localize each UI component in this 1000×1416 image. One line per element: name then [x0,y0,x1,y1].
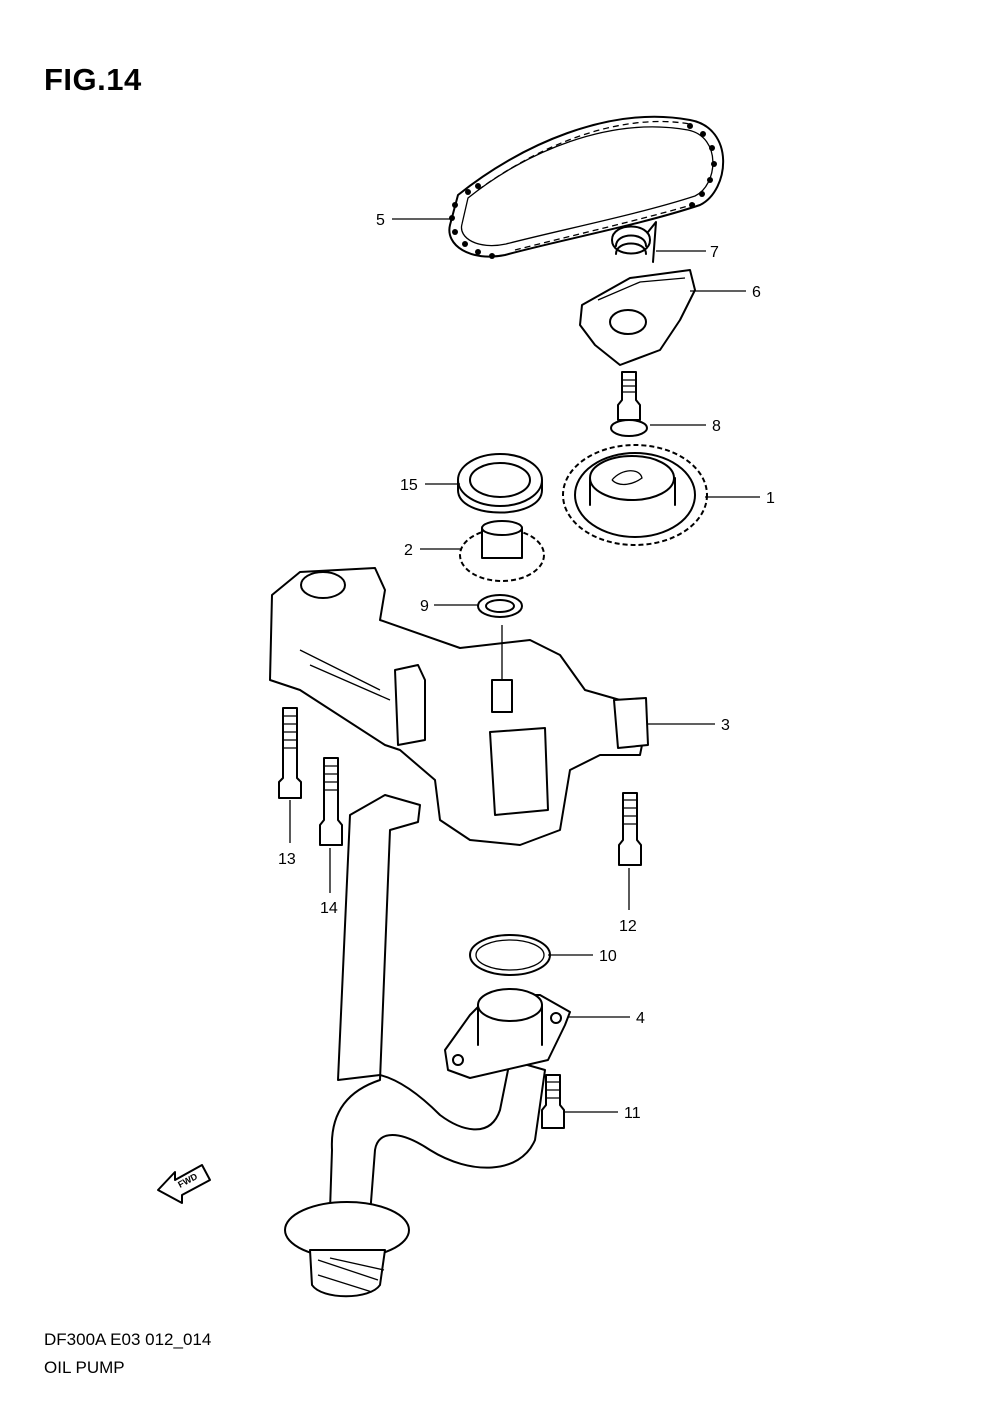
callout-9: 9 [420,598,429,615]
part-15-bearing[interactable] [457,453,543,514]
part-9-washer[interactable] [477,594,523,618]
part-4-flange[interactable] [444,988,571,1079]
part-11-bolt[interactable] [541,1074,565,1129]
leader-lines [289,218,760,1113]
part-1-sprocket[interactable] [562,444,708,546]
part-14-bolt[interactable] [319,757,343,846]
callout-14: 14 [320,900,338,917]
figure-title: FIG.14 [44,62,142,97]
fwd-arrow-icon: FWD [157,1164,211,1204]
callout-2: 2 [404,542,413,559]
part-6-tensioner[interactable] [579,269,696,366]
callout-15: 15 [400,477,418,494]
callout-3: 3 [721,717,730,734]
part-12-bolt[interactable] [618,792,642,866]
callout-1: 1 [766,490,775,507]
callout-4: 4 [636,1010,645,1027]
callout-8: 8 [712,418,721,435]
callout-12: 12 [619,918,637,935]
part-2-sprocket[interactable] [459,520,545,582]
model-code: DF300A E03 012_014 [44,1330,212,1349]
callout-7: 7 [710,244,719,261]
part-7-spring[interactable] [611,221,657,263]
callout-10: 10 [599,948,617,965]
callout-13: 13 [278,851,296,868]
callout-5: 5 [376,212,385,229]
part-8-bolt[interactable] [610,371,648,437]
part-5-chain[interactable] [448,115,725,259]
callout-11: 11 [624,1105,641,1122]
part-3-pump-body[interactable] [269,567,649,846]
part-10-o-ring[interactable] [469,934,551,976]
oil-strainer-pipe[interactable] [284,794,546,1298]
callout-labels: 5 7 6 8 15 1 2 9 3 13 14 12 10 4 11 [278,212,775,1122]
section-name: OIL PUMP [44,1358,125,1377]
callout-6: 6 [752,284,761,301]
part-13-bolt[interactable] [278,707,302,799]
